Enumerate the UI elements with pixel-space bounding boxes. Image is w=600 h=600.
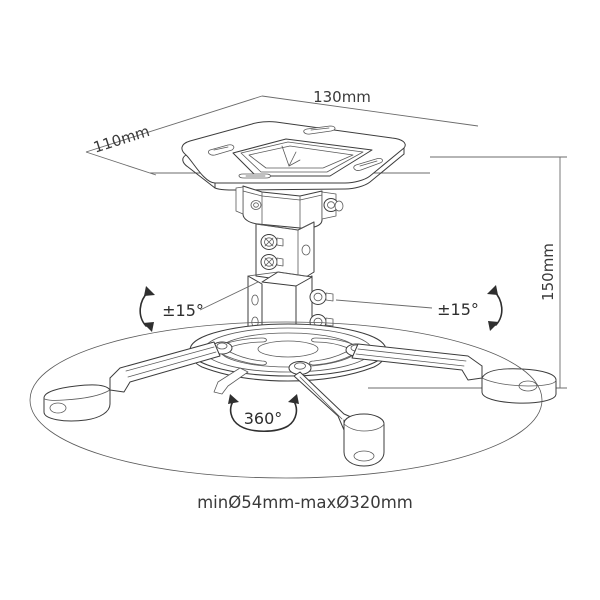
arm-right-rear-foot-edge [481,377,557,387]
arm-right-rear [351,343,483,381]
column-screw-lower-shaft [276,257,284,267]
upper-bracket-knob-right-inner [327,201,335,209]
circular-double-arrow-icon [228,394,299,433]
tilt-knob-upper-shaft [325,292,334,302]
arm-front-right-rib [299,376,343,420]
ceiling-mount-plate [181,121,406,191]
arm-left-rear-rib [125,346,215,372]
rotation-arrowhead-right [288,394,299,404]
column-screw-lower-head [264,257,274,267]
arm-left-rear-foot [43,377,111,422]
tilt-left-arc [139,291,149,327]
arm-front-right-foot [343,413,385,467]
max-diameter-circle [29,321,543,479]
arm-front-right-foot-hole [353,450,375,462]
hub-disc-rim [189,349,387,382]
tilt-right-label: ±15° [437,300,479,319]
span-caption-label: minØ54mm-maxØ320mm [197,493,413,512]
rotation-arc [229,399,298,433]
rotation-arrowhead-left [228,394,239,404]
tilt-knob-lower-shaft [325,317,334,327]
dimension-line-depth [85,95,263,153]
hub-boss-front-top [294,362,306,370]
arm-left-rear [109,341,221,393]
plate-center-recess-floor [248,145,354,169]
plate-edge-thickness [182,153,405,191]
max-span-ellipse [29,321,543,479]
dimension-lines [85,95,567,389]
upper-bracket-left-tab [235,186,244,215]
height-dimension-label: 150mm [539,243,557,301]
plate-slot-rear-line [310,127,330,131]
tilt-right-arrowhead-top [487,285,498,295]
plate-center-recess-inner [240,141,364,173]
column-screw-lower-cross [264,257,274,267]
column-top-edge [255,223,299,231]
tilt-left-label: ±15° [162,301,204,320]
column-screw-upper-head [264,237,274,247]
curved-double-arrow-right-icon [487,285,503,331]
arm-left-rear-foot-hole [49,402,67,414]
yoke-left-hole-upper [251,294,259,306]
plate-mounting-slots [207,125,383,179]
yoke-top-edge [247,271,313,278]
extension-arms [43,341,557,467]
plate-slot-right-front-line [359,160,378,167]
upper-bracket-knob-cap [334,200,344,212]
arm-left-rear-foot-edge [43,389,111,401]
upper-bracket-bolt-left [250,200,262,210]
tilt-left-arrowhead-top [144,286,155,296]
width-dimension-label: 130mm [313,88,371,106]
column-screw-upper-cross [264,237,274,247]
arm-right-rear-rib [357,348,467,362]
arm-front-left-stub [213,367,249,395]
upper-bracket [235,185,344,230]
column-hole-right [301,244,311,256]
leader-tilt-right [335,299,433,309]
column-top-right-edge [297,221,315,231]
tilt-lock-knobs [309,289,334,330]
rotation-label: 360° [244,409,283,428]
hub-boss-left-top [216,342,228,350]
middle-column [255,221,315,283]
column-screw-upper-shaft [276,237,284,247]
tilt-knob-upper [309,289,327,305]
tilt-right-arrowhead-bottom [488,321,499,331]
curved-double-arrow-left-icon [139,286,155,332]
depth-dimension-label: 110mm [91,122,152,157]
extension-line-depth-lower [85,151,157,176]
upper-bracket-top-edge [242,190,323,201]
column-screws [260,234,284,270]
plate-slot-left-rear-line [213,146,229,151]
arm-front-right-foot-edge [343,423,385,432]
arm-right-rear-rib2 [355,353,465,367]
dimension-line-width [261,95,479,127]
leader-lines [199,281,433,311]
leader-tilt-left [199,281,259,311]
upper-bracket-bolt-left-inner [253,202,259,208]
tilt-left-arrowhead-bottom [143,322,154,332]
arm-left-rear-rib2 [127,351,217,378]
tilt-knob-upper-inner [313,292,323,302]
plate-center-pivot-tick [288,159,301,167]
tilt-right-arc [493,290,503,326]
hub-ring-inner [257,340,319,358]
